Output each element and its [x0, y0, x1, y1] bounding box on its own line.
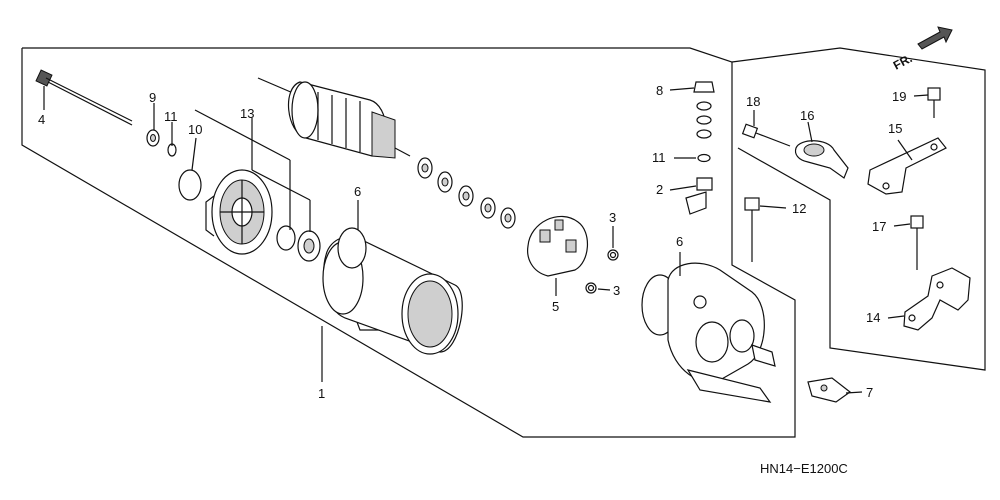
- callout-16: 16: [800, 108, 814, 123]
- callout-10: 10: [188, 122, 202, 137]
- callout-8: 8: [656, 83, 663, 98]
- brush-holder-part-5: [527, 216, 589, 277]
- callout-9: 9: [149, 90, 156, 105]
- seal-ring-part-6-left: [337, 227, 367, 269]
- diagram-code: HN14−E1200C: [760, 461, 848, 476]
- terminal-hardware-stack: [685, 81, 715, 215]
- bolt-part-17: [910, 215, 924, 270]
- callout-4: 4: [38, 112, 45, 127]
- clamp-part-16: [794, 140, 849, 179]
- callout-19: 19: [892, 89, 906, 104]
- callout-15: 15: [888, 121, 902, 136]
- washer-part-9: [146, 129, 160, 147]
- terminal-cover-part-7: [807, 377, 852, 403]
- washer-stack: [417, 157, 516, 229]
- callout-6-right: 6: [676, 234, 683, 249]
- callout-17: 17: [872, 219, 886, 234]
- bolt-part-18: [741, 123, 791, 147]
- callout-3-lower: 3: [613, 283, 620, 298]
- through-bolt: [35, 69, 133, 126]
- brush-spring-part-3-upper: [607, 249, 619, 261]
- callout-leaders: [43, 86, 929, 394]
- mounting-bracket-part-14: [903, 267, 971, 331]
- brush-spring-part-3-lower: [585, 282, 597, 294]
- callout-18: 18: [746, 94, 760, 109]
- callout-7: 7: [866, 385, 873, 400]
- front-direction-arrow-icon: [917, 26, 953, 50]
- rear-cover: [667, 262, 776, 403]
- callout-11-left: 11: [164, 109, 178, 124]
- callout-6-left: 6: [354, 184, 361, 199]
- assembly-outline: [21, 47, 986, 438]
- callout-14: 14: [866, 310, 880, 325]
- callout-13: 13: [240, 106, 254, 121]
- bracket-part-15: [867, 137, 947, 195]
- front-cover-part-13: [205, 169, 321, 262]
- callout-2: 2: [656, 182, 663, 197]
- callout-3-upper: 3: [609, 210, 616, 225]
- armature: [257, 77, 411, 159]
- callout-5: 5: [552, 299, 559, 314]
- callout-1: 1: [318, 386, 325, 401]
- bolt-part-19: [927, 87, 941, 118]
- callout-12: 12: [792, 201, 806, 216]
- oring-part-10: [178, 169, 202, 201]
- bolt-part-12: [744, 197, 760, 262]
- callout-11-right: 11: [652, 150, 666, 165]
- front-direction-label: FR.: [891, 51, 915, 72]
